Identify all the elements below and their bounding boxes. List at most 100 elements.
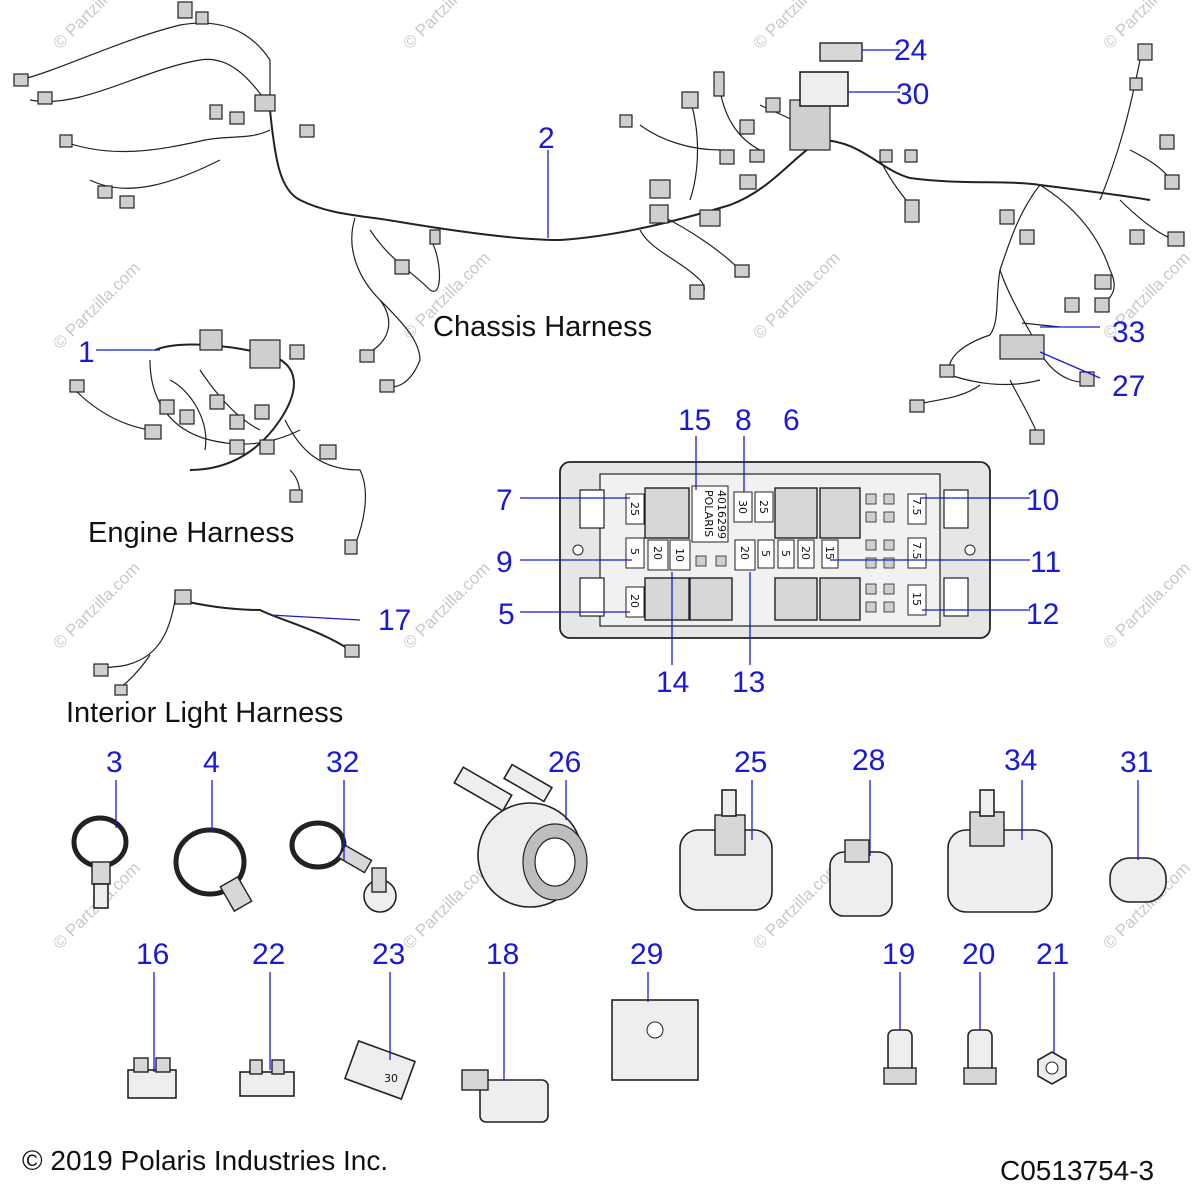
svg-text:20: 20 (651, 546, 664, 560)
part-34-connector-with-terminal (947, 789, 1053, 913)
watermark: © Partzilla.com (749, 248, 843, 342)
callout-34: 34 (1004, 744, 1037, 777)
fuse-15a: 15 (821, 539, 839, 569)
callout-19: 19 (882, 938, 915, 971)
callout-12: 12 (1026, 598, 1059, 631)
callout-5: 5 (498, 598, 515, 631)
callout-31: 31 (1120, 746, 1153, 779)
part-30-fuse-block-connector (799, 71, 849, 107)
callout-3: 3 (106, 746, 123, 779)
part-20-bolt (963, 1029, 997, 1085)
interior-light-connector (174, 589, 192, 605)
part-23-fuse: 30 (343, 1039, 417, 1101)
callout-26: 26 (548, 746, 581, 779)
chassis-harness-heading: Chassis Harness (433, 311, 652, 343)
part-29-block (611, 999, 699, 1081)
callout-20: 20 (962, 938, 995, 971)
svg-text:5: 5 (628, 548, 641, 555)
fuse-5c: 5 (777, 539, 795, 569)
part-4-cable-tie (173, 827, 253, 913)
interior-light-connector (93, 663, 109, 677)
callout-8: 8 (735, 404, 752, 437)
part-19-bolt (883, 1029, 917, 1085)
callout-1: 1 (78, 336, 95, 369)
engine-connectors (69, 329, 358, 555)
chassis-connectors (13, 1, 1185, 445)
callout-29: 29 (630, 938, 663, 971)
callout-10: 10 (1026, 484, 1059, 517)
callout-2: 2 (538, 122, 555, 155)
part-28-small-connector (829, 839, 893, 917)
watermark: © Partzilla.com (49, 0, 143, 53)
fuse-15b: 15 (907, 584, 927, 616)
fuse-box-label (691, 485, 729, 543)
part-26-round-connector (453, 763, 588, 908)
svg-text:20: 20 (628, 594, 641, 608)
fuse-20b: 20 (647, 539, 669, 571)
diagram-code: C0513754-3 (1000, 1155, 1154, 1186)
callout-30: 30 (896, 78, 929, 111)
part-18-socket (461, 1069, 549, 1123)
fuse-30: 30 (733, 491, 753, 523)
callout-22: 22 (252, 938, 285, 971)
fuse-7-5a: 7.5 (907, 493, 927, 525)
callout-16: 16 (136, 938, 169, 971)
part-16-jumper (127, 1057, 177, 1099)
watermark: © Partzilla.com (49, 258, 143, 352)
callout-18: 18 (486, 938, 519, 971)
svg-text:25: 25 (628, 502, 641, 516)
interior-light-harness-heading: Interior Light Harness (66, 697, 343, 729)
callout-15: 15 (678, 404, 711, 437)
chassis-harness-illustration (13, 1, 1185, 445)
part-23-fuse-label: 30 (384, 1072, 398, 1085)
part-21-nut (1037, 1051, 1067, 1085)
svg-text:30: 30 (736, 500, 749, 514)
leader-lines (96, 49, 1139, 1080)
callout-7: 7 (496, 484, 513, 517)
svg-text:25: 25 (757, 500, 770, 514)
fuse-box-mount-holes (572, 544, 976, 556)
callout-6: 6 (783, 404, 800, 437)
part-24-tape (819, 42, 863, 62)
engine-harness-illustration (69, 329, 366, 555)
callout-11: 11 (1030, 546, 1061, 579)
fuse-20d: 20 (797, 539, 815, 569)
fuse-box-label-line2: 4016299 (715, 490, 728, 539)
interior-light-harness-illustration (93, 589, 360, 696)
part-3-ring-terminal (71, 815, 129, 909)
callout-33: 33 (1112, 316, 1145, 349)
fuse-10: 10 (669, 539, 691, 571)
callout-27: 27 (1112, 370, 1145, 403)
watermark: © Partzilla.com (399, 858, 493, 952)
callout-numbers: 1 2 24 30 33 27 15 8 6 7 10 9 11 5 12 14… (78, 34, 1153, 971)
watermark: © Partzilla.com (399, 558, 493, 652)
callout-32: 32 (326, 746, 359, 779)
fuse-20a: 20 (625, 586, 645, 618)
callout-13: 13 (732, 666, 765, 699)
callout-24: 24 (894, 34, 927, 67)
watermark: © Partzilla.com (399, 0, 493, 53)
fuse-5b: 5 (757, 539, 775, 569)
watermark: © Partzilla.com (1099, 558, 1193, 652)
part-22-mini-fuse (239, 1059, 295, 1097)
callout-9: 9 (496, 546, 513, 579)
watermark: © Partzilla.com (49, 558, 143, 652)
interior-light-connector (344, 644, 360, 658)
callout-4: 4 (203, 746, 220, 779)
part-25-connector-with-terminal (679, 789, 773, 911)
svg-text:5: 5 (779, 550, 792, 557)
svg-text:15: 15 (910, 592, 923, 606)
copyright-text: © 2019 Polaris Industries Inc. (22, 1145, 388, 1176)
callout-17: 17 (378, 604, 411, 637)
fuse-box-terminals (695, 493, 895, 613)
svg-text:10: 10 (673, 548, 686, 562)
fuse-box: POLARIS 4016299 25 5 20 20 10 30 25 20 5… (559, 461, 991, 639)
interior-light-connector (114, 684, 128, 696)
callout-25: 25 (734, 746, 767, 779)
callout-28: 28 (852, 744, 885, 777)
svg-text:20: 20 (738, 546, 751, 560)
fuse-25a: 25 (625, 493, 645, 525)
callout-23: 23 (372, 938, 405, 971)
svg-text:7.5: 7.5 (910, 542, 923, 560)
